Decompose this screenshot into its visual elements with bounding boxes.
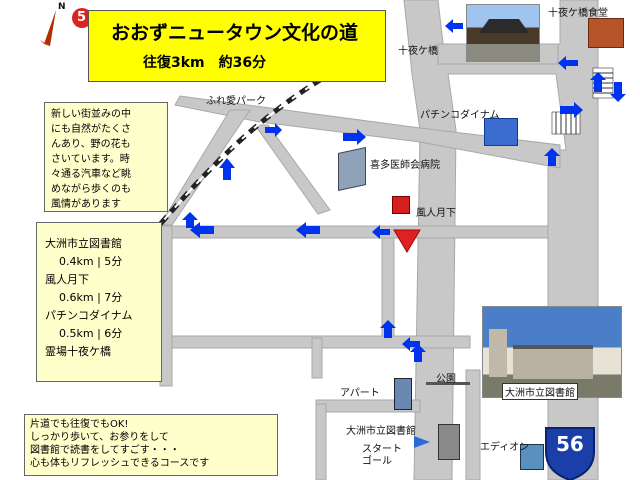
route-56-shield-number: 56 [556, 432, 584, 456]
park-playground-icon [426, 382, 470, 403]
edion-building-icon [520, 444, 544, 470]
distance-name: パチンコダイナム [45, 309, 133, 322]
label-fureai-park: ふれ愛パーク [206, 96, 266, 107]
arrow-right [560, 102, 583, 118]
label-kita-clinic: 喜多医師会病院 [370, 160, 440, 171]
label-goal: ゴール [362, 456, 392, 467]
arrow-up [590, 72, 606, 92]
note-line: 片道でも往復でもOK! [30, 419, 129, 430]
arrow-left [402, 337, 420, 351]
apartment-building-icon [394, 378, 412, 410]
arrow-up [219, 158, 235, 180]
note-line: んあり、野の花も [51, 139, 131, 150]
pachinko-building-icon [484, 118, 518, 146]
label-library: 大洲市立図書館 [346, 426, 416, 437]
arrow-left [372, 225, 390, 239]
label-jugyabashi: 十夜ケ橋 [398, 46, 438, 57]
page-title: おおずニュータウン文化の道 [111, 22, 359, 44]
note-line: 風情があります [51, 199, 121, 210]
note-line: しっかり歩いて、お参りをして [30, 432, 169, 443]
arrow-left [296, 222, 320, 238]
label-start: スタート [362, 444, 402, 455]
note-line: 心も体もリフレッシュできるコースです [30, 458, 210, 469]
arrow-left [190, 222, 214, 238]
compass-north-label: N [58, 2, 66, 12]
label-library-photo-caption: 大洲市立図書館 [502, 383, 578, 400]
shokudo-building-icon [588, 18, 624, 48]
hospital-building-icon [338, 147, 366, 191]
label-park: 公園 [436, 374, 456, 385]
note-course: 片道でも往復でもOK! しっかり歩いて、お参りをして 図書館で読書をしてすごす・… [24, 414, 278, 476]
arrow-left [445, 19, 463, 33]
distance-name: 風人月下 [45, 273, 89, 286]
arrow-left [558, 56, 578, 70]
distance-value: 0.6km | 7分 [59, 291, 123, 304]
fuujin-building-icon [392, 196, 410, 214]
distance-value: 0.4km | 5分 [59, 255, 123, 268]
arrow-right [265, 123, 282, 137]
note-line: 々通る汽車など眺 [51, 169, 131, 180]
note-line: 新しい街並みの中 [51, 109, 131, 120]
title-box: おおずニュータウン文化の道 往復3km 約36分 [88, 10, 386, 82]
warning-triangle-icon [393, 229, 421, 253]
note-line: 図書館で読書をしてすごす・・・ [30, 445, 180, 456]
route-56-road [403, 0, 599, 480]
arrow-up [380, 320, 396, 338]
label-fuujin-gekka: 風人月下 [416, 208, 456, 219]
arrow-right [343, 129, 366, 145]
arrow-up [544, 148, 560, 166]
route-number-badge: 5 [77, 10, 87, 25]
label-pachinko-dynam: パチンコダイナム [420, 110, 500, 121]
compass-icon [40, 8, 92, 46]
route-arrows [182, 19, 626, 362]
jugyabashi-photo [466, 4, 540, 62]
distance-name: 霊場十夜ケ橋 [45, 345, 111, 358]
distance-panel: 大洲市立図書館 0.4km | 5分 風人月下 0.6km | 7分 パチンコダ… [36, 222, 162, 382]
arrow-up [410, 344, 426, 362]
note-line: さいています。時 [51, 154, 130, 165]
distance-name: 大洲市立図書館 [45, 237, 122, 250]
library-building-icon [438, 424, 460, 460]
label-apartment: アパート [340, 388, 380, 399]
page-subtitle: 往復3km 約36分 [143, 55, 267, 71]
arrow-up [182, 212, 198, 228]
note-line: めながら歩くのも [51, 184, 131, 195]
distance-value: 0.5km | 6分 [59, 327, 123, 340]
label-edion: エディオン [480, 442, 530, 453]
arrow-down [610, 82, 626, 102]
label-jugyabashi-shokudo: 十夜ケ橋食堂 [548, 8, 608, 19]
note-line: にも自然がたくさ [51, 124, 131, 135]
note-scenery: 新しい街並みの中 にも自然がたくさ んあり、野の花も さいています。時 々通る汽… [44, 102, 168, 212]
